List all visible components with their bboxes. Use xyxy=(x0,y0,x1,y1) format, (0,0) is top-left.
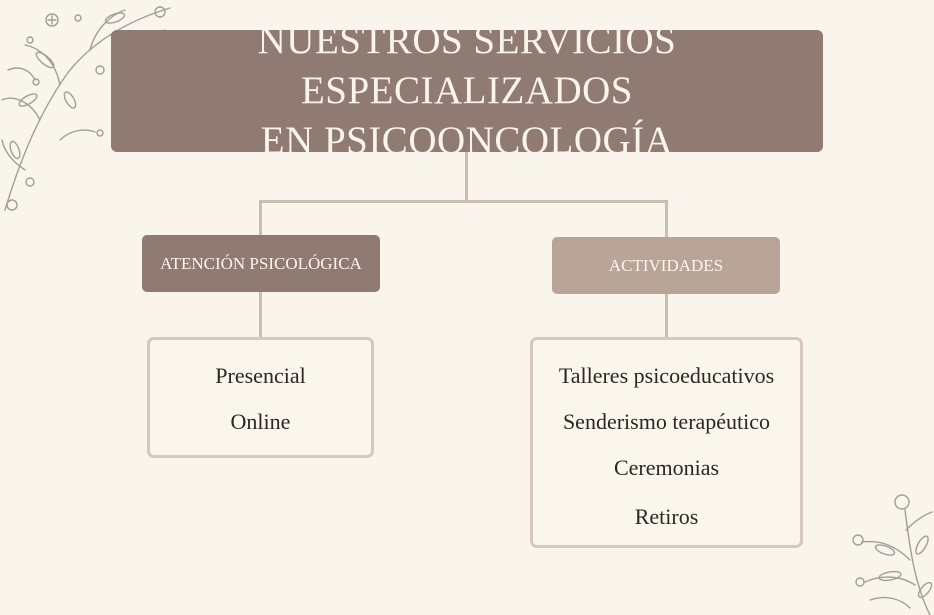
title-line-1: NUESTROS SERVICIOS ESPECIALIZADOS xyxy=(257,19,677,112)
list-actividades: Talleres psicoeducativos Senderismo tera… xyxy=(530,337,803,548)
connector-title-down xyxy=(465,152,468,202)
list-item: Ceremonias xyxy=(613,455,720,480)
connector-right-to-list xyxy=(665,294,668,338)
list-item: Senderismo terapéutico xyxy=(562,409,771,434)
title-box: NUESTROS SERVICIOS ESPECIALIZADOS EN PSI… xyxy=(111,19,823,162)
list-atencion-psicologica: Presencial Online xyxy=(147,337,374,458)
list-item: Presencial xyxy=(215,363,306,388)
category-atencion-psicologica: ATENCIÓN PSICOLÓGICA xyxy=(142,235,380,292)
floral-decoration-bottom-right-icon xyxy=(852,494,933,615)
list-item: Online xyxy=(230,409,291,434)
category-label: ACTIVIDADES xyxy=(608,255,724,275)
category-label: ATENCIÓN PSICOLÓGICA xyxy=(160,253,362,273)
connector-horizontal xyxy=(259,200,668,203)
list-item: Talleres psicoeducativos xyxy=(558,363,775,388)
list-item: Retiros xyxy=(634,504,699,529)
connector-right-down xyxy=(665,200,668,238)
connector-left-to-list xyxy=(259,292,262,338)
category-actividades: ACTIVIDADES xyxy=(552,237,780,294)
connector-left-down xyxy=(259,200,262,236)
